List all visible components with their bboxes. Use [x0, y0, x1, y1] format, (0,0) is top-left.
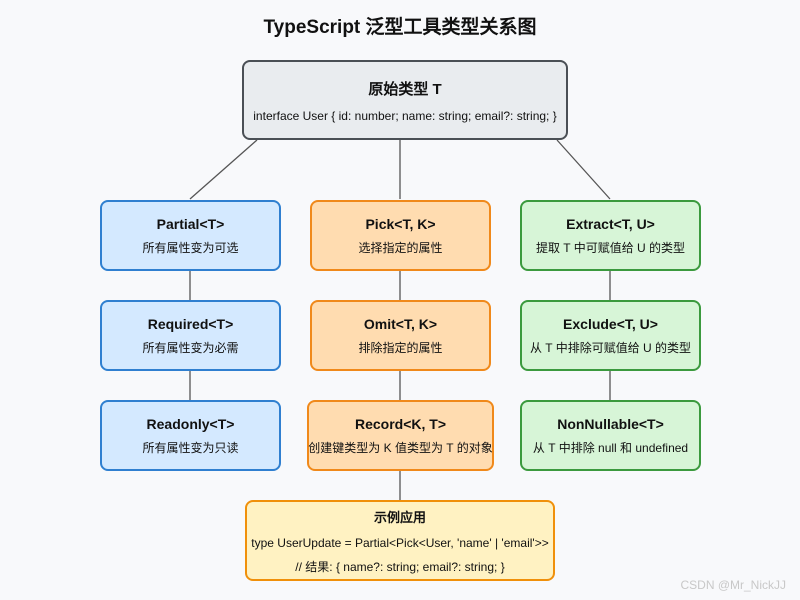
root-type-node: 原始类型 T interface User { id: number; name… — [242, 60, 568, 140]
node-title: Exclude<T, U> — [563, 315, 658, 332]
node-desc: 所有属性变为必需 — [142, 340, 239, 355]
node-desc: 排除指定的属性 — [358, 340, 443, 355]
node-desc: 选择指定的属性 — [358, 240, 443, 255]
node-title: Omit<T, K> — [363, 315, 438, 332]
node-title: Pick<T, K> — [365, 215, 436, 232]
node-title: Required<T> — [147, 315, 234, 332]
pick-node: Pick<T, K> 选择指定的属性 — [310, 200, 491, 271]
exclude-node: Exclude<T, U> 从 T 中排除可赋值给 U 的类型 — [520, 300, 701, 371]
connector — [189, 139, 258, 200]
node-title: 原始类型 T — [368, 80, 442, 98]
node-desc: interface User { id: number; name: strin… — [253, 108, 557, 123]
example-result-line: // 结果: { name?: string; email?: string; … — [295, 559, 505, 574]
node-title: Readonly<T> — [146, 415, 235, 432]
connector — [556, 139, 611, 200]
required-node: Required<T> 所有属性变为必需 — [100, 300, 281, 371]
node-title: Extract<T, U> — [566, 215, 655, 232]
diagram-title: TypeScript 泛型工具类型关系图 — [263, 17, 537, 38]
partial-node: Partial<T> 所有属性变为可选 — [100, 200, 281, 271]
node-title: 示例应用 — [373, 509, 426, 525]
node-desc: 所有属性变为可选 — [142, 240, 239, 255]
watermark: CSDN @Mr_NickJJ — [680, 578, 786, 592]
example-code-line: type UserUpdate = Partial<Pick<User, 'na… — [251, 535, 549, 550]
nonnullable-node: NonNullable<T> 从 T 中排除 null 和 undefined — [520, 400, 701, 471]
node-desc: 创建键类型为 K 值类型为 T 的对象 — [308, 440, 493, 455]
node-title: Record<K, T> — [354, 415, 447, 432]
omit-node: Omit<T, K> 排除指定的属性 — [310, 300, 491, 371]
record-node: Record<K, T> 创建键类型为 K 值类型为 T 的对象 — [307, 400, 494, 471]
node-desc: 提取 T 中可赋值给 U 的类型 — [535, 240, 686, 255]
node-desc: 从 T 中排除 null 和 undefined — [532, 440, 689, 455]
example-node: 示例应用 type UserUpdate = Partial<Pick<User… — [245, 500, 555, 581]
node-title: NonNullable<T> — [557, 415, 664, 432]
node-title: Partial<T> — [156, 215, 225, 232]
node-desc: 从 T 中排除可赋值给 U 的类型 — [529, 340, 692, 355]
readonly-node: Readonly<T> 所有属性变为只读 — [100, 400, 281, 471]
node-desc: 所有属性变为只读 — [142, 440, 239, 455]
extract-node: Extract<T, U> 提取 T 中可赋值给 U 的类型 — [520, 200, 701, 271]
